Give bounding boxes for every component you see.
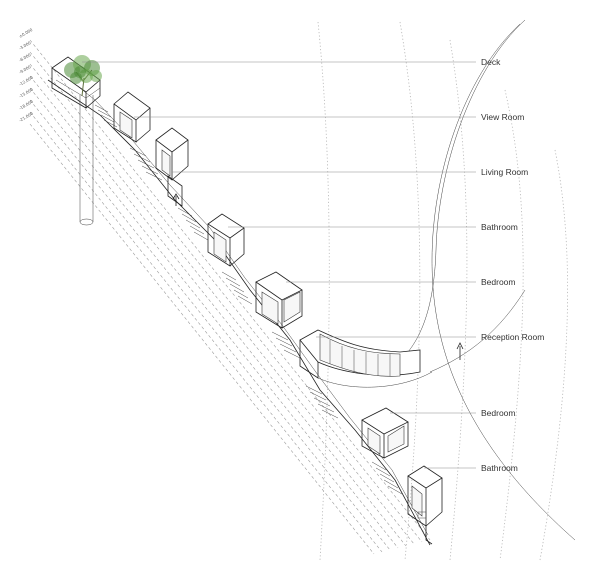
stair-7 <box>371 461 403 495</box>
tree-foliage <box>90 70 102 82</box>
level-line <box>29 111 383 553</box>
stair-1 <box>94 104 118 128</box>
bathroom-lower-volume <box>407 465 443 545</box>
support-column <box>79 95 94 226</box>
level-line <box>29 75 407 547</box>
level-line <box>29 63 415 545</box>
level-label: ±0.000 <box>18 27 34 39</box>
label-living-room: Living Room <box>481 167 528 177</box>
bathroom-upper-volume <box>207 213 245 267</box>
label-bathroom-lower: Bathroom <box>481 463 518 473</box>
road-arc <box>394 19 526 373</box>
label-view-room: View Room <box>481 112 524 122</box>
stair-2 <box>129 147 163 181</box>
level-label: -18.000 <box>18 99 34 111</box>
stair-6 <box>305 385 339 419</box>
label-bathroom-upper: Bathroom <box>481 222 518 232</box>
tree-icon <box>64 55 102 97</box>
level-label: -12.000 <box>18 75 34 87</box>
level-line <box>29 123 375 555</box>
tree-foliage <box>74 66 86 78</box>
level-line <box>29 39 431 541</box>
living-room-volume <box>155 127 189 207</box>
leader-lines <box>82 61 476 469</box>
building-volumes <box>51 55 464 545</box>
contour-arcs <box>317 21 568 561</box>
hillside <box>47 71 431 546</box>
level-label: -9.000 <box>18 64 32 75</box>
level-label: -21.000 <box>18 111 34 123</box>
level-label: -6.000 <box>18 52 32 63</box>
reception-room-volume <box>299 329 433 388</box>
label-bedroom-upper: Bedroom <box>481 277 516 287</box>
bedroom-lower-volume <box>361 407 409 459</box>
stair-5 <box>271 331 301 359</box>
stair-3 <box>177 207 209 241</box>
level-lines <box>29 39 431 555</box>
label-bedroom-lower: Bedroom <box>481 408 516 418</box>
label-reception-room: Reception Room <box>481 332 544 342</box>
outer-arc <box>431 23 576 541</box>
level-line <box>29 87 399 549</box>
view-room-volume <box>113 91 151 143</box>
room-labels: Deck View Room Living Room Bathroom Bedr… <box>481 57 544 473</box>
bedroom-upper-volume <box>255 271 303 329</box>
level-label: -15.000 <box>18 87 34 99</box>
label-deck: Deck <box>481 57 501 67</box>
level-labels: ±0.000 -3.000 -6.000 -9.000 -12.000 -15.… <box>18 27 34 123</box>
level-line <box>29 99 391 551</box>
level-line <box>29 51 423 543</box>
stair-4 <box>221 271 253 305</box>
level-label: -3.000 <box>18 40 32 51</box>
arrow-icons <box>172 193 464 360</box>
